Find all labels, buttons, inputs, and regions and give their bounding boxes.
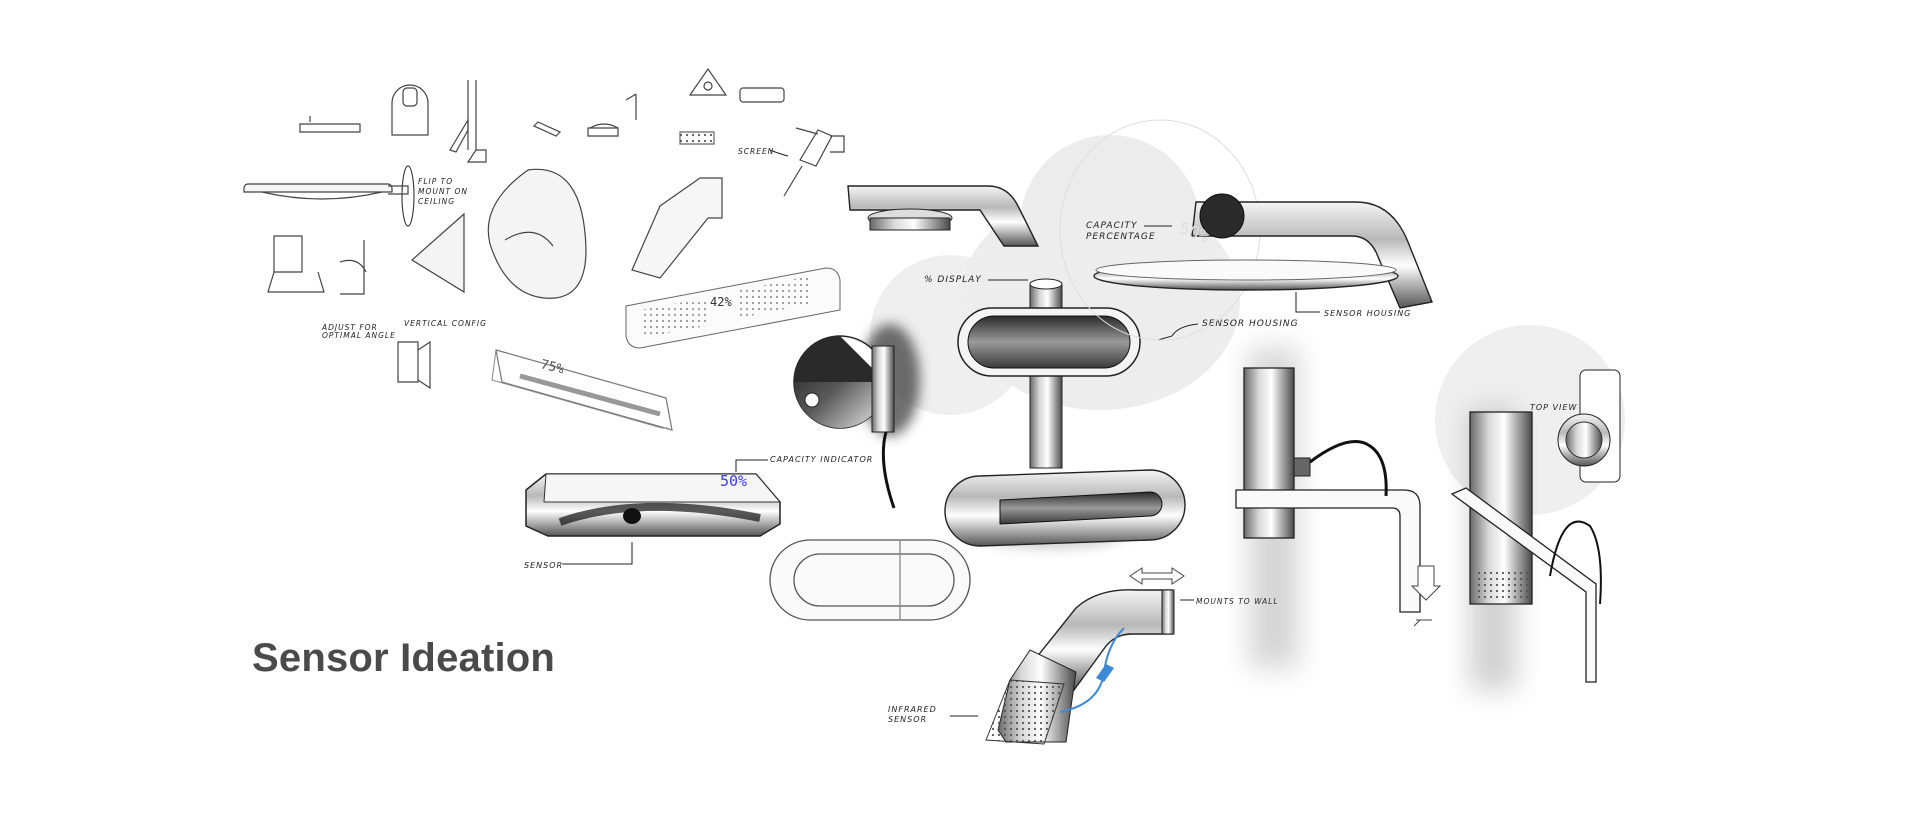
bar-display-readout: 75% bbox=[539, 357, 566, 377]
capacity-readout: 50% bbox=[720, 472, 747, 490]
sensor-housing-label-1: SENSOR HOUSING bbox=[1202, 319, 1299, 329]
vertical-cylinder-pipe bbox=[1235, 348, 1442, 668]
top-view-label: TOP VIEW bbox=[1530, 403, 1577, 412]
sensor-housing-label-2: SENSOR HOUSING bbox=[1324, 309, 1411, 318]
tall-cylinder-topview bbox=[1450, 369, 1621, 690]
faucet-puck bbox=[847, 185, 1040, 247]
percent-display-label: % DISPLAY bbox=[924, 275, 982, 285]
u-tube-outline bbox=[769, 539, 971, 621]
thumbnail-sketches bbox=[243, 67, 845, 390]
bar-display-75: 75% bbox=[491, 349, 673, 431]
screen-label: SCREEN bbox=[738, 147, 774, 156]
double-arrow-icon bbox=[1129, 567, 1185, 585]
disc-sensor-housing: 50% bbox=[1059, 119, 1433, 341]
infrared-elbow-sensor bbox=[985, 589, 1175, 745]
sensor-label: SENSOR bbox=[524, 561, 563, 570]
pill-sensor-post bbox=[957, 278, 1141, 469]
chrome-loop bbox=[944, 469, 1186, 548]
mounts-to-wall-label: MOUNTS TO WALL bbox=[1196, 597, 1279, 606]
svg-text:42%: 42% bbox=[710, 295, 732, 309]
page-title: Sensor Ideation bbox=[252, 636, 556, 680]
perforated-box: 42% bbox=[625, 267, 841, 349]
capacity-indicator-block: 50% bbox=[525, 472, 782, 537]
capacity-indicator-label: CAPACITY INDICATOR bbox=[770, 455, 873, 464]
vertical-config-label: VERTICAL CONFIG bbox=[404, 319, 487, 328]
sphere-sensor bbox=[793, 324, 920, 509]
